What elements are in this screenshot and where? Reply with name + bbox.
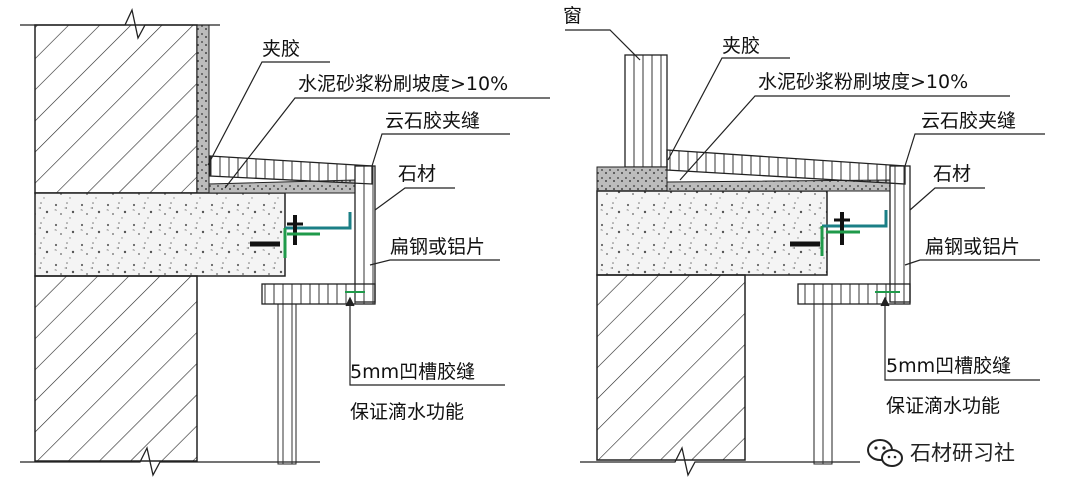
label-stone-right: 石材 (933, 163, 971, 185)
label-marble-glue-joint-right: 云石胶夹缝 (921, 110, 1016, 132)
leader-lines-right (565, 29, 1045, 381)
anchor-bracket (250, 212, 365, 293)
label-drip-function-right: 保证滴水功能 (886, 395, 1000, 417)
wechat-icon (867, 439, 903, 467)
lower-wall (34, 275, 198, 462)
label-flat-steel-right: 扁钢或铝片 (925, 236, 1020, 258)
label-mortar-slope-right: 水泥砂浆粉刷坡度>10% (758, 71, 968, 93)
wall-plaster (196, 24, 210, 194)
label-sealant-right: 夹胶 (722, 35, 760, 57)
lower-wall-right (596, 274, 746, 461)
label-stone: 石材 (398, 163, 436, 185)
left-detail: 夹胶 水泥砂浆粉刷坡度>10% 云石胶夹缝 石材 扁钢或铝片 5mm凹槽胶缝 保… (20, 7, 550, 477)
lower-post (277, 303, 297, 465)
window-frame (624, 54, 668, 168)
watermark-text: 石材研习社 (910, 441, 1015, 465)
break-line-bottom (20, 446, 320, 477)
right-detail: 窗 夹胶 水泥砂浆粉刷坡度>10% 云石胶夹缝 石材 扁钢或铝片 5mm凹槽胶缝… (563, 5, 1045, 477)
label-marble-glue-joint: 云石胶夹缝 (385, 110, 480, 132)
label-drip-function: 保证滴水功能 (350, 401, 464, 423)
label-groove-joint-right: 5mm凹槽胶缝 (886, 355, 1011, 377)
anchor-bracket-right (790, 210, 900, 293)
lower-post-right (813, 303, 833, 465)
label-groove-joint: 5mm凹槽胶缝 (350, 361, 475, 383)
label-mortar-slope: 水泥砂浆粉刷坡度>10% (298, 73, 508, 95)
label-window: 窗 (563, 5, 582, 27)
break-line-bottom-right (580, 446, 860, 477)
concrete-slab (34, 192, 286, 277)
soffit-stone-right (797, 283, 911, 305)
soffit-stone (261, 283, 376, 305)
concrete-slab-right (596, 190, 828, 276)
top-stone (209, 155, 373, 185)
label-sealant: 夹胶 (262, 38, 300, 60)
label-flat-steel: 扁钢或铝片 (390, 236, 485, 258)
break-line-top (20, 7, 220, 40)
window-sill-base (596, 166, 668, 192)
leader-lines (207, 61, 550, 386)
face-stone-right (889, 165, 911, 303)
upper-wall (34, 24, 198, 194)
watermark: 石材研习社 (867, 439, 1015, 467)
face-stone (354, 165, 376, 303)
